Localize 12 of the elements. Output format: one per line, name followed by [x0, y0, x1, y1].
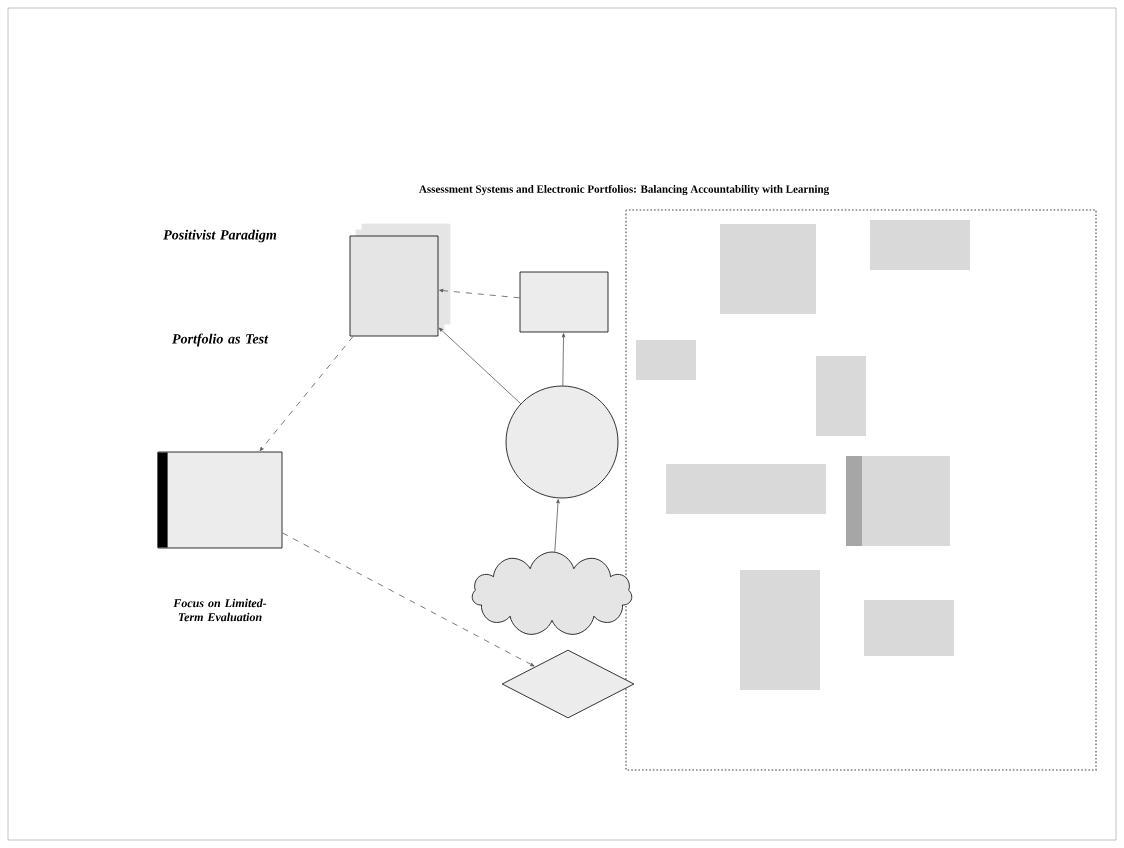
- arrow: [282, 532, 535, 667]
- cloud-shape: [471, 551, 633, 635]
- archive-circle: [505, 385, 619, 499]
- arrow: [259, 336, 354, 452]
- arrow: [561, 333, 566, 386]
- arrow: [439, 288, 520, 299]
- document-stack: [349, 223, 451, 337]
- process-box: [519, 271, 609, 333]
- decision-diamond: [501, 649, 635, 719]
- process-box: [157, 451, 283, 549]
- arrow: [554, 499, 560, 553]
- arrow: [438, 327, 522, 405]
